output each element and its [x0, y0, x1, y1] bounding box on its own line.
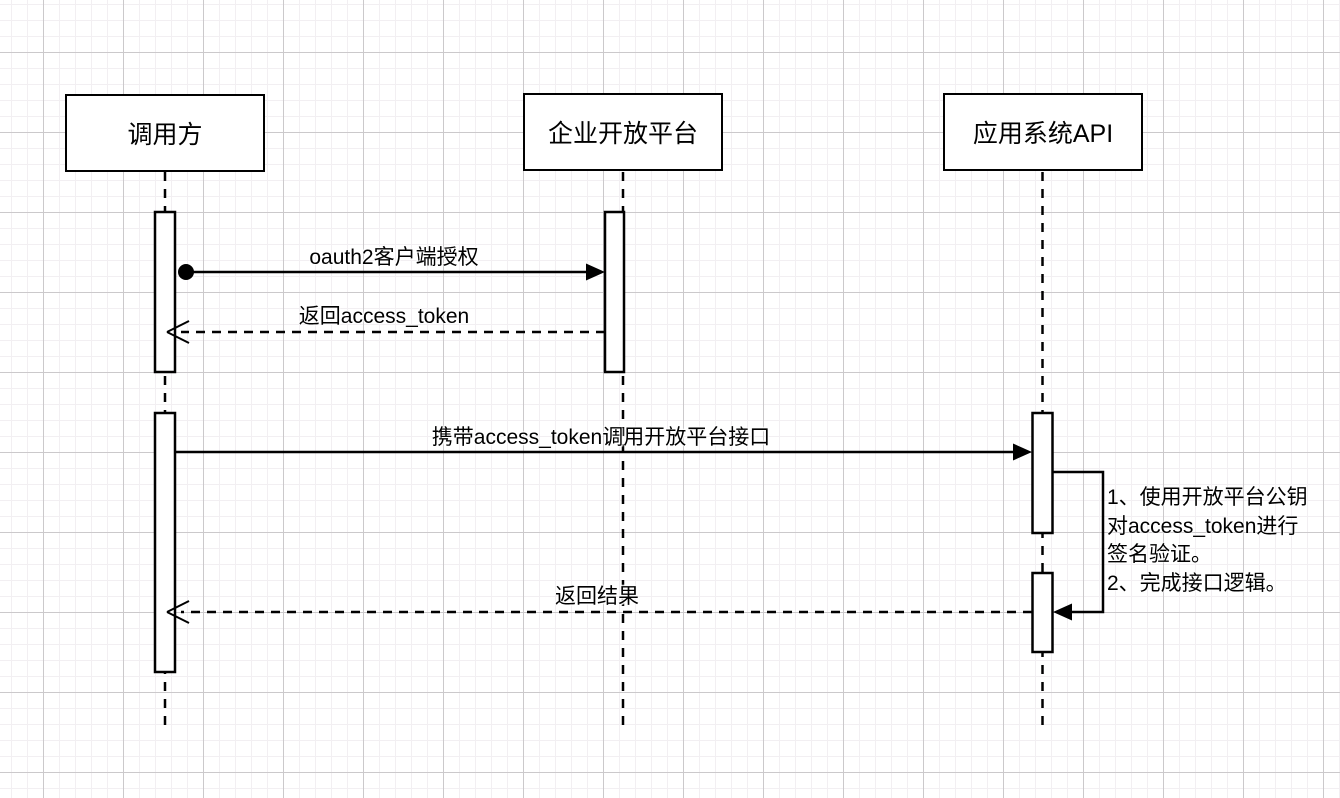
start-circle-icon [178, 264, 194, 280]
activation-bar-app-api-2[interactable] [1031, 571, 1054, 654]
self-call-arrow[interactable] [1052, 470, 1105, 621]
arrowhead-filled-icon [1053, 603, 1072, 621]
message-arrow-m2[interactable] [166, 320, 605, 344]
activation-bar-open-platform[interactable] [603, 210, 626, 374]
message-label-m4[interactable]: 返回结果 [555, 585, 639, 608]
actor-label-caller: 调用方 [127, 121, 203, 149]
actor-box-caller[interactable]: 调用方 [65, 94, 265, 172]
arrowhead-open-icon [166, 600, 190, 624]
message-arrow-m3[interactable] [175, 443, 1032, 461]
actor-label-open-platform: 企业开放平台 [547, 120, 698, 148]
activation-bar-app-api-1[interactable] [1031, 411, 1054, 535]
arrowhead-open-icon [166, 320, 190, 344]
message-arrow-m4[interactable] [166, 600, 1032, 624]
message-label-m2[interactable]: 返回access_token [298, 305, 470, 328]
self-call-note[interactable]: 1、使用开放平台公钥 对access_token进行 签名验证。 2、完成接口逻… [1107, 486, 1308, 595]
actor-label-app-api: 应用系统API [972, 120, 1114, 148]
message-label-m3[interactable]: 携带access_token调用开放平台接口 [431, 426, 771, 449]
actor-box-app-api[interactable]: 应用系统API [943, 93, 1143, 171]
arrowhead-filled-icon [1013, 443, 1032, 461]
actor-box-open-platform[interactable]: 企业开放平台 [523, 93, 723, 171]
activation-bar-caller-2[interactable] [153, 411, 177, 674]
message-arrow-m1[interactable] [178, 263, 605, 281]
arrowhead-filled-icon [586, 263, 605, 281]
message-label-m1[interactable]: oauth2客户端授权 [309, 246, 479, 269]
activation-bar-caller-1[interactable] [153, 210, 177, 374]
